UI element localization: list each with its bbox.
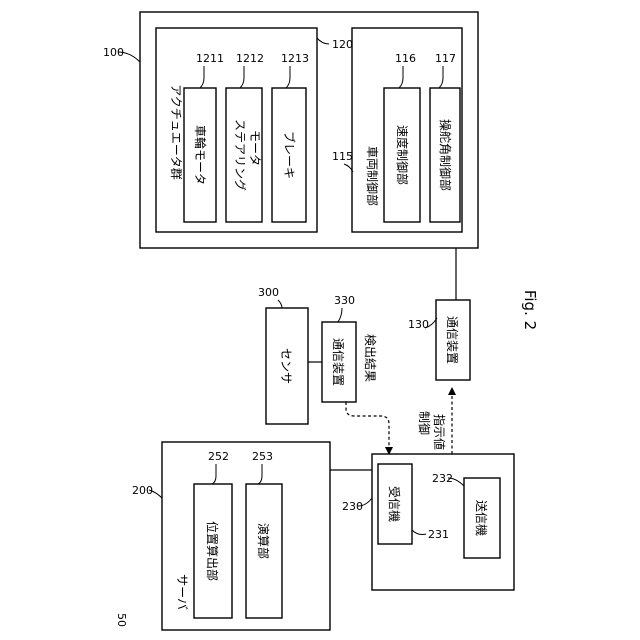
vehicle-comm-ref: 130 xyxy=(408,318,429,331)
sensor-comm-label: 通信装置 xyxy=(331,338,345,386)
vehicle-control-title: 車両制御部 xyxy=(365,146,380,206)
vehicle-control-ref: 115 xyxy=(332,150,353,163)
sensor-comm-leader xyxy=(338,308,342,322)
receiver-ref: 231 xyxy=(428,528,449,541)
computing-unit-label: 演算部 xyxy=(256,523,271,559)
wheel-motor-label: 車輪モータ xyxy=(193,125,208,185)
sensor-ref: 300 xyxy=(258,286,279,299)
steering-motor-label-line2: モータ xyxy=(248,130,262,166)
actuator-group-ref: 120 xyxy=(332,38,353,51)
steering-motor-label-line1: ステアリング xyxy=(233,119,247,191)
receiver-label: 受信機 xyxy=(387,486,402,522)
position-calc-label: 位置算出部 xyxy=(205,521,220,581)
computing-unit-ref: 253 xyxy=(252,450,273,463)
steering-motor-ref: 1212 xyxy=(236,52,264,65)
actuator-group-title: アクチュエータ群 xyxy=(169,84,183,179)
position-calc-ref: 252 xyxy=(208,450,229,463)
detection-result-label: 検出結果 xyxy=(363,334,377,382)
brake-ref: 1213 xyxy=(281,52,309,65)
vehicle-comm-label: 通信装置 xyxy=(445,316,459,364)
brake-label: ブレーキ xyxy=(282,131,297,179)
server-comm-ref: 230 xyxy=(342,500,363,513)
transmitter-label: 送信機 xyxy=(474,500,489,536)
sensor-label: センサ xyxy=(279,348,293,384)
steering-angle-control-ref: 117 xyxy=(435,52,456,65)
sensor-comm-ref: 330 xyxy=(334,294,355,307)
control-command-line1: 制御 xyxy=(417,411,432,435)
figure-label: Fig. 2 xyxy=(521,290,539,330)
speed-control-ref: 116 xyxy=(395,52,416,65)
steering-angle-control-label: 操舵角制御部 xyxy=(438,119,453,191)
control-command-line2: 指示値 xyxy=(432,414,447,450)
detection-result-arrow xyxy=(346,402,389,454)
server-title: サーバ xyxy=(175,574,189,610)
wheel-motor-ref: 1211 xyxy=(196,52,224,65)
speed-control-label: 速度制御部 xyxy=(395,125,410,185)
sensor-leader xyxy=(278,300,282,308)
page-ref: 50 xyxy=(115,613,128,627)
